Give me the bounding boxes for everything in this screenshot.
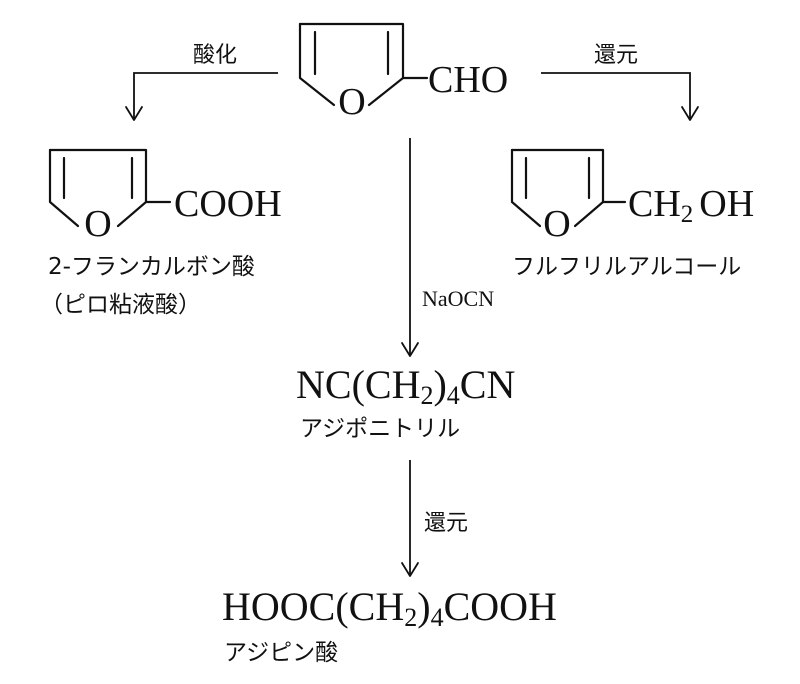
reduction-arrow-bottom	[401, 460, 419, 577]
adipic-subscript-4: 4	[431, 603, 444, 632]
furoic-acid-name: 2-フランカルボン酸	[48, 254, 255, 280]
furoic-acid-alt-name: （ピロ粘液酸）	[40, 292, 201, 318]
adipic-subscript-2: 2	[404, 603, 417, 632]
adipic-part-b: )	[417, 584, 430, 629]
furfuryl-subscript-2: 2	[681, 201, 694, 228]
furoic-acid-substituent: COOH	[174, 183, 282, 225]
furan-ring-icon	[298, 22, 429, 107]
reduction-label-top: 還元	[594, 43, 638, 68]
furfural-ring-oxygen: O	[338, 81, 365, 123]
furfuryl-alcohol-ring-oxygen: O	[543, 203, 570, 245]
adiponitrile-part-a: NC(CH	[296, 362, 420, 407]
adiponitrile-part-c: CN	[460, 362, 516, 407]
adiponitrile-subscript-4: 4	[447, 381, 460, 410]
furfural: O CHO	[298, 22, 508, 123]
oxidation-arrow	[125, 72, 278, 121]
adipic-acid-formula: HOOC(CH2)4COOH	[222, 584, 557, 632]
furoic-acid: O COOH	[48, 148, 282, 245]
furan-ring-icon	[48, 148, 172, 228]
adipic-part-c: COOH	[444, 584, 557, 629]
naocn-arrow	[401, 138, 419, 357]
furoic-acid-ring-oxygen: O	[84, 203, 111, 245]
adiponitrile-name: アジポニトリル	[300, 416, 460, 442]
adiponitrile-formula: NC(CH2)4CN	[296, 362, 515, 410]
reduction-label-bottom: 還元	[424, 511, 468, 536]
adipic-acid-name: アジピン酸	[224, 640, 338, 666]
adiponitrile-subscript-2: 2	[420, 381, 433, 410]
reduction-arrow-top	[541, 72, 699, 121]
furan-ring-icon	[510, 148, 627, 228]
furfuryl-oh: OH	[699, 183, 754, 225]
adipic-part-a: HOOC(CH	[222, 584, 404, 629]
furfuryl-ch: CH	[628, 183, 681, 225]
oxidation-label: 酸化	[193, 43, 237, 68]
reagent-label: NaOCN	[422, 286, 494, 311]
furfural-substituent: CHO	[428, 59, 508, 101]
adiponitrile-part-b: )	[433, 362, 446, 407]
furfuryl-alcohol-name: フルフリルアルコール	[512, 254, 741, 280]
